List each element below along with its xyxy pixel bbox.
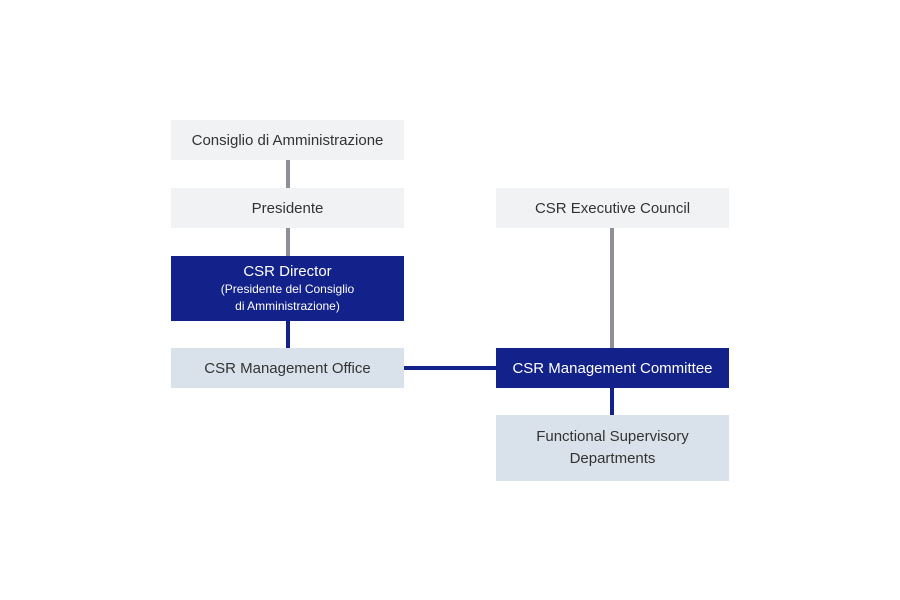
node-director-subtitle-line1: (Presidente del Consiglio — [220, 281, 355, 296]
node-csr-management-office: CSR Management Office — [171, 348, 404, 388]
node-director-title: CSR Director — [243, 262, 332, 280]
node-board-label: Consiglio di Amministrazione — [191, 131, 384, 149]
node-departments-label-line2: Departments — [569, 450, 656, 467]
connector-president-director — [286, 228, 290, 256]
node-president: Presidente — [171, 188, 404, 228]
connector-board-president — [286, 160, 290, 188]
connector-office-committee — [404, 366, 496, 370]
node-president-label: Presidente — [251, 199, 324, 217]
node-committee-label: CSR Management Committee — [512, 359, 713, 377]
node-director-subtitle-line2: di Amministrazione) — [235, 298, 340, 313]
node-csr-executive-council: CSR Executive Council — [496, 188, 729, 228]
node-csr-management-committee: CSR Management Committee — [496, 348, 729, 388]
connector-committee-departments — [610, 388, 614, 415]
node-departments-label-line1: Functional Supervisory — [536, 428, 689, 445]
node-board-of-directors: Consiglio di Amministrazione — [171, 120, 404, 160]
connector-council-committee — [610, 228, 614, 348]
node-csr-director: CSR Director (Presidente del Consiglio d… — [171, 256, 404, 321]
node-office-label: CSR Management Office — [204, 359, 371, 377]
connector-director-office — [286, 321, 290, 348]
node-functional-supervisory-departments: Functional Supervisory Departments — [496, 415, 729, 481]
node-council-label: CSR Executive Council — [534, 199, 691, 217]
